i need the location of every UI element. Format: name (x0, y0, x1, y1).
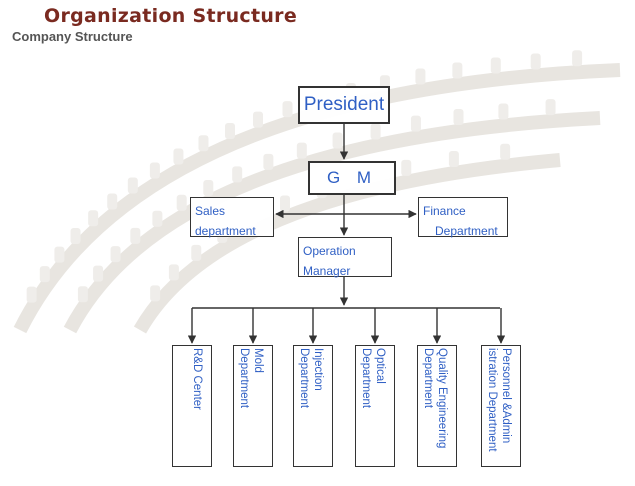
department-label-quality-engineering: Quality Engineering Department (421, 348, 449, 448)
department-node-injection: Injection Department (293, 345, 333, 467)
gm-node: G M (308, 161, 396, 195)
chair-icon (130, 227, 141, 244)
chair-icon (500, 143, 511, 160)
chair-icon (26, 286, 37, 303)
sales-department-node: Sales department (190, 197, 274, 238)
operation-manager-line2: Manager (303, 264, 351, 278)
chair-icon (545, 99, 556, 116)
sales-label-line2: department (195, 224, 256, 238)
chair-icon (198, 135, 209, 152)
operation-manager-line1: Operation (303, 244, 356, 258)
chair-icon (332, 132, 343, 149)
department-label-optical: Optical Department (359, 348, 387, 408)
president-label: President (303, 94, 385, 115)
chair-icon (168, 264, 179, 281)
chair-icon (150, 285, 161, 302)
department-label-line: Mold (252, 348, 264, 373)
finance-label-line1: Finance (423, 204, 466, 218)
sales-label-line1: Sales (195, 204, 226, 218)
chair-icon (232, 166, 243, 183)
chair-icon (415, 68, 426, 85)
table-arc-middle (63, 111, 601, 334)
chair-icon (203, 180, 214, 197)
department-node-rd-center: R&D Center (172, 345, 212, 467)
department-node-optical: Optical Department (355, 345, 395, 467)
chair-icon (280, 195, 290, 212)
chair-icon (127, 177, 138, 194)
chair-icon (149, 162, 160, 179)
department-label-line: istration Department (486, 348, 498, 452)
chair-icon (176, 194, 187, 211)
chair-icon (263, 153, 274, 170)
department-node-mold: Mold Department (233, 345, 273, 467)
department-label-line: R&D Center (191, 348, 203, 410)
page-subtitle: Company Structure (12, 29, 133, 44)
department-label-line: Personnel &Admin (500, 348, 512, 444)
finance-label-line2: Department (435, 224, 498, 238)
chair-icon (448, 151, 459, 168)
chair-icon (225, 123, 235, 139)
chair-icon (253, 111, 264, 128)
chair-icon (39, 266, 50, 283)
chairs-group (26, 50, 583, 303)
page-title: Organization Structure (44, 5, 298, 27)
department-label-line: Optical (374, 348, 386, 384)
chair-icon (191, 244, 202, 261)
department-label-line: Department (360, 348, 372, 409)
chair-icon (77, 286, 88, 303)
chair-icon (370, 123, 381, 140)
chair-icon (88, 210, 99, 227)
department-label-line: Department (238, 348, 250, 409)
department-label-line: Quality Engineering (436, 348, 448, 449)
department-label-line: Injection (312, 348, 324, 391)
department-label-mold: Mold Department (237, 348, 265, 408)
finance-department-node: Finance Department (418, 197, 508, 238)
table-arc-outer (13, 63, 621, 334)
chair-icon (453, 108, 464, 125)
chair-icon (152, 210, 163, 227)
department-label-line: Department (422, 348, 434, 409)
chair-icon (107, 193, 118, 210)
chair-icon (110, 246, 121, 263)
president-node: President (298, 86, 390, 124)
chair-icon (410, 115, 421, 132)
department-drop-lines (187, 308, 506, 344)
chair-icon (452, 62, 463, 79)
gm-label: G M (326, 168, 378, 187)
department-node-quality-engineering: Quality Engineering Department (417, 345, 457, 467)
chair-icon (70, 228, 81, 244)
department-node-personnel-administration: Personnel &Admin istration Department (481, 345, 521, 467)
operation-manager-node: Operation Manager (298, 237, 392, 278)
department-label-injection: Injection Department (297, 348, 325, 408)
chair-icon (296, 142, 307, 159)
department-label-personnel-administration: Personnel &Admin istration Department (485, 348, 513, 452)
chair-icon (173, 148, 184, 165)
chair-icon (530, 53, 541, 70)
chair-icon (54, 246, 65, 263)
chair-icon (498, 103, 509, 120)
chair-icon (401, 159, 412, 176)
chair-icon (93, 265, 104, 282)
department-label-line: Department (298, 348, 310, 409)
table-arc-inner (133, 153, 561, 334)
department-label-rd-center: R&D Center (190, 348, 204, 410)
chair-icon (572, 50, 583, 67)
chair-icon (490, 57, 501, 74)
chair-icon (282, 101, 293, 118)
